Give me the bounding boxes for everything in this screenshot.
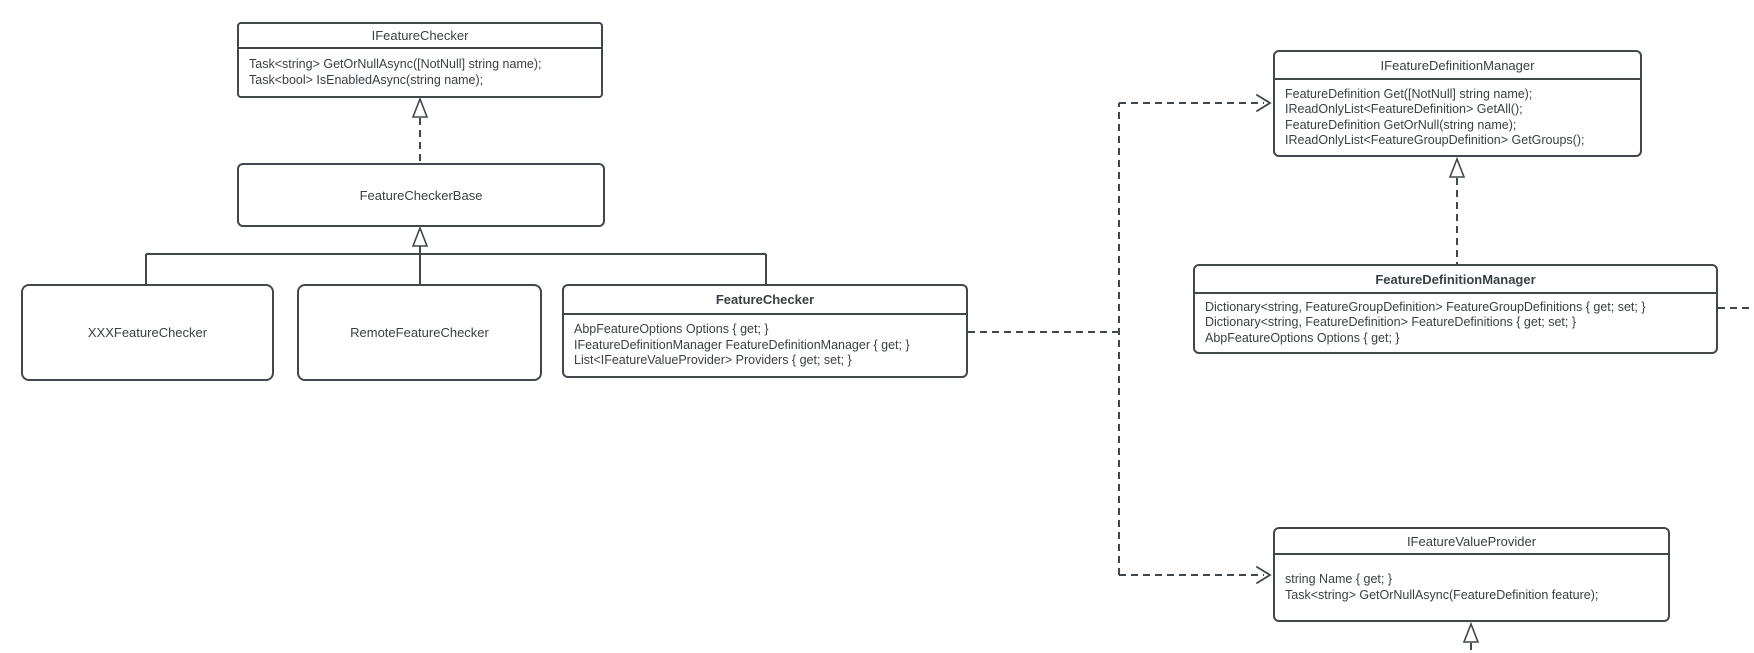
realization-stub-bottom-to-ifeaturevalueprovider bbox=[1462, 621, 1480, 653]
member-line: FeatureDefinition Get([NotNull] string n… bbox=[1285, 86, 1533, 101]
member-line: IFeatureDefinitionManager FeatureDefinit… bbox=[574, 337, 910, 352]
class-members: Task<string> GetOrNullAsync([NotNull] st… bbox=[239, 49, 601, 96]
class-box-ifeaturevalueprovider: IFeatureValueProvider string Name { get;… bbox=[1273, 527, 1670, 622]
class-members: FeatureDefinition Get([NotNull] string n… bbox=[1275, 80, 1640, 155]
class-title: FeatureDefinitionManager bbox=[1195, 266, 1716, 294]
member-line: Task<string> GetOrNullAsync([NotNull] st… bbox=[249, 57, 542, 71]
member-line: Dictionary<string, FeatureDefinition> Fe… bbox=[1205, 315, 1577, 330]
class-box-featuredefinitionmanager: FeatureDefinitionManager Dictionary<stri… bbox=[1193, 264, 1718, 354]
dependency-arrows-featurechecker bbox=[968, 94, 1272, 584]
member-line: Task<string> GetOrNullAsync(FeatureDefin… bbox=[1285, 587, 1599, 602]
class-box-ifeaturedefinitionmanager: IFeatureDefinitionManager FeatureDefinit… bbox=[1273, 50, 1642, 157]
member-line: AbpFeatureOptions Options { get; } bbox=[574, 322, 769, 337]
class-members: string Name { get; } Task<string> GetOrN… bbox=[1275, 555, 1668, 620]
class-box-remotefeaturechecker: RemoteFeatureChecker bbox=[297, 284, 542, 381]
class-box-featurechecker: FeatureChecker AbpFeatureOptions Options… bbox=[562, 284, 968, 378]
member-line: Task<bool> IsEnabledAsync(string name); bbox=[249, 72, 484, 87]
member-line: AbpFeatureOptions Options { get; } bbox=[1205, 330, 1400, 345]
member-line: Dictionary<string, FeatureGroupDefinitio… bbox=[1205, 299, 1646, 314]
member-line: FeatureDefinition GetOrNull(string name)… bbox=[1285, 117, 1517, 132]
class-members: Dictionary<string, FeatureGroupDefinitio… bbox=[1195, 294, 1716, 352]
member-line: IReadOnlyList<FeatureGroupDefinition> Ge… bbox=[1285, 133, 1585, 147]
class-title: IFeatureDefinitionManager bbox=[1275, 52, 1640, 80]
class-box-featurecheckerbase: FeatureCheckerBase bbox=[237, 163, 605, 227]
member-line: IReadOnlyList<FeatureDefinition> GetAll(… bbox=[1285, 102, 1523, 116]
class-title: FeatureCheckerBase bbox=[359, 187, 483, 203]
class-title: IFeatureValueProvider bbox=[1275, 529, 1668, 555]
class-box-xxxfeaturechecker: XXXFeatureChecker bbox=[21, 284, 274, 381]
class-title: IFeatureChecker bbox=[239, 24, 601, 49]
class-title: XXXFeatureChecker bbox=[87, 325, 208, 340]
inheritance-tree-children-to-featurecheckerbase bbox=[145, 225, 767, 284]
member-line: string Name { get; } bbox=[1285, 572, 1393, 586]
class-title: FeatureChecker bbox=[564, 286, 966, 315]
member-line: List<IFeatureValueProvider> Providers { … bbox=[574, 353, 852, 368]
class-members: AbpFeatureOptions Options { get; } IFeat… bbox=[564, 315, 966, 376]
class-box-ifeaturechecker: IFeatureChecker Task<string> GetOrNullAs… bbox=[237, 22, 603, 98]
class-title: RemoteFeatureChecker bbox=[350, 325, 489, 340]
realization-arrow-featuredefinitionmanager-to-ifeaturedefinitionmanager bbox=[1448, 156, 1466, 264]
realization-arrow-featurecheckerbase-to-ifeaturechecker bbox=[411, 96, 429, 163]
